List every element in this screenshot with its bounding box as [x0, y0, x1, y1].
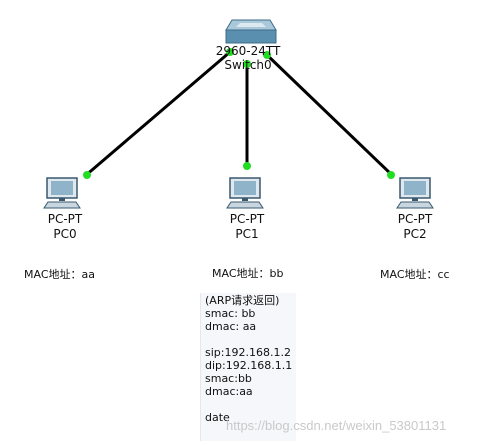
pc2-name-label: PC2 [403, 227, 427, 241]
packet-line: smac: bb [205, 307, 256, 320]
packet-line: dip:192.168.1.1 [205, 359, 293, 372]
link-switch-pc0[interactable] [84, 50, 231, 178]
pc0-name-label: PC0 [53, 227, 77, 241]
port-status-pc0 [83, 171, 91, 179]
pc1-name-label: PC1 [235, 227, 259, 241]
pc0-type-label: PC-PT [47, 212, 83, 226]
packet-line: smac:bb [205, 372, 252, 385]
link-switch-pc2[interactable] [265, 53, 395, 178]
pc2-type-label: PC-PT [397, 212, 433, 226]
port-status-switch-pc0 [226, 48, 234, 56]
port-status-switch-pc2 [263, 51, 271, 59]
port-status-pc1 [243, 162, 251, 170]
packet-line: sip:192.168.1.2 [205, 346, 291, 359]
pc2-mac-note: MAC地址：cc [380, 268, 450, 281]
packet-line: dmac:aa [205, 385, 253, 398]
packet-line: date [205, 411, 230, 424]
packet-line: dmac: aa [205, 320, 257, 333]
arp-reply-packet-note: (ARP请求返回) smac: bb dmac: aa sip:192.168.… [200, 293, 296, 441]
watermark-text: https://blog.csdn.net/weixin_53801131 [226, 418, 447, 433]
pc0-icon[interactable] [43, 177, 81, 209]
pc1-icon[interactable] [226, 177, 264, 209]
pc1-mac-note: MAC地址：bb [212, 267, 284, 280]
pc1-type-label: PC-PT [229, 212, 265, 226]
switch-icon[interactable] [225, 19, 277, 44]
pc0-mac-note: MAC地址：aa [24, 268, 95, 281]
packet-line: (ARP请求返回) [205, 294, 280, 307]
switch-name-label: Switch0 [224, 58, 272, 72]
port-status-switch-pc1 [243, 60, 251, 68]
switch-model-label: 2960-24TT [215, 44, 281, 58]
pc2-icon[interactable] [396, 177, 434, 209]
port-status-pc2 [387, 171, 395, 179]
